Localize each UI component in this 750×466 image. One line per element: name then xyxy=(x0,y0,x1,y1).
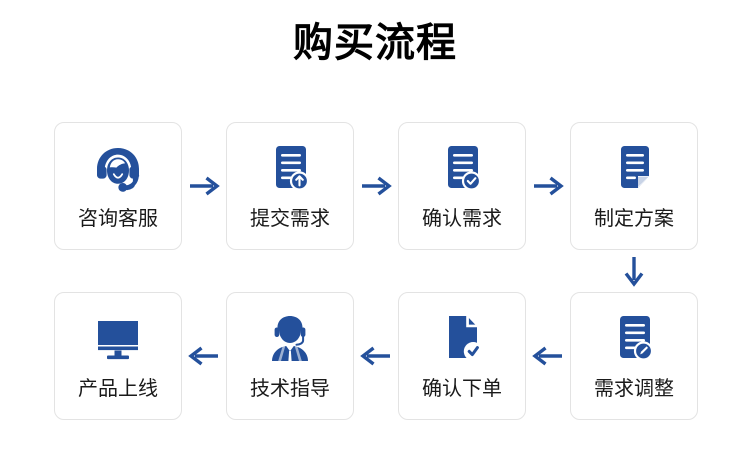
document-edit-icon xyxy=(605,311,663,369)
arrow-left-icon xyxy=(526,292,570,420)
arrow-left-icon xyxy=(182,292,226,420)
headset-support-agent-icon xyxy=(89,141,147,199)
page-check-icon xyxy=(433,311,491,369)
flow-row-bottom: 产品上线 xyxy=(54,290,698,422)
flow-card-label: 确认需求 xyxy=(422,208,502,230)
flow-card-requirement-adjustment[interactable]: 需求调整 xyxy=(570,292,698,420)
flow-card-label: 需求调整 xyxy=(594,378,674,400)
document-folded-corner-icon xyxy=(605,141,663,199)
flow-card-label: 确认下单 xyxy=(422,378,502,400)
flow-card-formulate-plan[interactable]: 制定方案 xyxy=(570,122,698,250)
arrow-right-icon xyxy=(182,122,226,250)
flow-card-confirm-requirement[interactable]: 确认需求 xyxy=(398,122,526,250)
flow-row-top: 咨询客服 xyxy=(54,120,698,252)
monitor-icon xyxy=(89,311,147,369)
flow-card-product-launch[interactable]: 产品上线 xyxy=(54,292,182,420)
flow-card-technical-guidance[interactable]: 技术指导 xyxy=(226,292,354,420)
flow-card-label: 制定方案 xyxy=(594,208,674,230)
technician-headset-icon xyxy=(261,311,319,369)
page-title: 购买流程 xyxy=(293,21,457,65)
flow-card-confirm-order[interactable]: 确认下单 xyxy=(398,292,526,420)
document-check-icon xyxy=(433,141,491,199)
arrow-right-icon xyxy=(526,122,570,250)
flow-card-label: 咨询客服 xyxy=(78,208,158,230)
flow-card-label: 技术指导 xyxy=(250,378,330,400)
flow-card-label: 产品上线 xyxy=(78,378,158,400)
flow-card-submit-requirement[interactable]: 提交需求 xyxy=(226,122,354,250)
flow-card-label: 提交需求 xyxy=(250,208,330,230)
document-upload-icon xyxy=(261,141,319,199)
flow-card-consult-service[interactable]: 咨询客服 xyxy=(54,122,182,250)
arrow-down-icon xyxy=(570,252,698,290)
arrow-right-icon xyxy=(354,122,398,250)
arrow-left-icon xyxy=(354,292,398,420)
